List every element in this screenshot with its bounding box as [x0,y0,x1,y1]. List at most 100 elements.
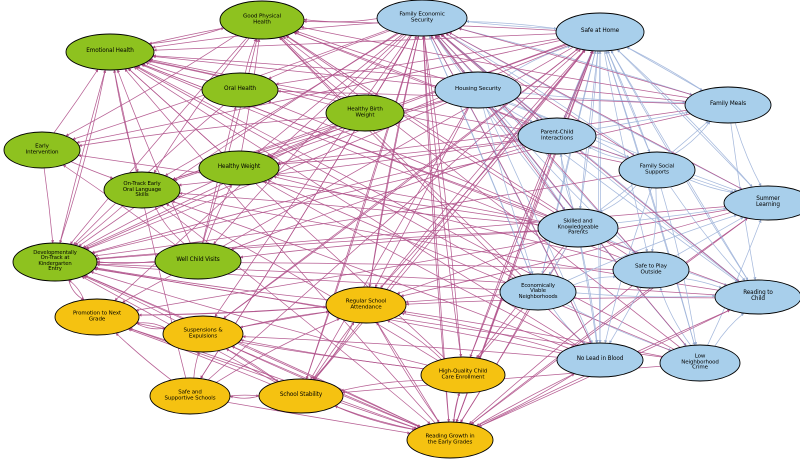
graph-edge [164,32,398,177]
graph-edge [368,35,419,288]
graph-edge [334,405,416,431]
graph-edge [68,279,85,301]
graph-edge [226,348,279,382]
graph-edge [267,101,548,216]
graph-node-good-physical-health[interactable] [219,0,305,40]
graph-node-reading-to-child[interactable] [714,279,800,315]
graph-edge [477,308,524,359]
graph-edge [470,217,748,425]
graph-edge [240,310,330,328]
graph-edge [152,54,686,102]
graph-node-family-social-supports[interactable] [618,151,696,189]
graph-node-healthy-weight[interactable] [198,150,280,186]
graph-edge [470,217,748,425]
graph-edge [280,36,348,98]
graph-node-suspensions-expulsions[interactable] [162,315,244,353]
graph-edge [541,50,597,275]
graph-edge [91,113,691,255]
graph-edge [160,205,431,425]
graph-node-skilled-knowledgeable-parents[interactable] [537,208,619,248]
graph-edge [90,271,428,366]
graph-node-healthy-birth-weight[interactable] [325,94,405,132]
graph-edge [179,191,539,225]
graph-edge [78,116,328,147]
graph-node-early-intervention[interactable] [3,131,81,169]
graph-node-reading-growth-early-grades[interactable] [406,421,494,459]
graph-edge [74,205,124,246]
graph-edge [78,33,399,247]
graph-edge [273,175,618,263]
graph-edge [303,18,378,23]
graph-edge [675,216,744,257]
graph-edge [295,30,445,80]
graph-edge [567,214,738,281]
graph-node-devl-on-track-kindergarten[interactable] [12,242,98,282]
graph-node-promotion-to-next-grade[interactable] [54,298,140,336]
graph-edge [374,107,470,288]
graph-edge [276,109,687,165]
graph-node-low-neighborhood-crime[interactable] [659,344,741,382]
graph-edge [593,111,689,130]
graph-edge [113,69,139,173]
graph-edge [598,50,602,344]
graph-edge [376,322,440,423]
node-layer [3,0,800,459]
graph-edge [242,335,558,358]
graph-edge [84,275,421,428]
graph-edge [603,50,649,253]
graph-edge [229,395,260,399]
graph-edge [268,30,391,80]
graph-node-school-stability[interactable] [258,378,344,414]
graph-edge [502,104,534,123]
graph-edge [244,38,257,74]
graph-edge [83,275,176,322]
graph-edge [225,348,279,383]
graph-edge [369,35,420,288]
graph-node-parent-child-interactions[interactable] [517,117,597,155]
graph-edge [423,35,463,358]
graph-edge [482,107,534,275]
graph-node-on-track-early-oral-language[interactable] [103,171,181,209]
graph-edge [445,32,635,156]
graph-edge [520,92,686,104]
graph-node-safe-at-home[interactable] [555,12,645,52]
graph-edge [127,68,223,153]
graph-edge [651,187,657,253]
graph-node-family-economic-security[interactable] [376,0,468,37]
graph-node-economically-viable-neighborhoods[interactable] [499,273,577,311]
graph-edge [266,125,337,157]
graph-edge [422,35,462,358]
graph-edge [380,49,585,289]
graph-edge [576,151,740,283]
graph-node-regular-school-attendance[interactable] [325,286,407,324]
graph-edge [68,279,85,301]
graph-node-family-meals[interactable] [684,86,772,124]
graph-node-no-lead-in-blood[interactable] [556,342,644,378]
graph-edge [127,328,271,385]
graph-edge [306,35,418,380]
graph-edge [572,275,617,286]
graph-node-safe-to-play-outside[interactable] [612,251,690,289]
graph-edge [77,154,540,223]
graph-edge [285,35,555,213]
graph-node-high-quality-child-care[interactable] [420,356,506,394]
graph-edge [43,167,55,244]
graph-edge [476,373,575,427]
graph-edge [124,68,436,424]
graph-edge [94,175,621,258]
graph-edge [609,287,642,344]
graph-edge [476,373,575,427]
graph-edge [493,106,636,254]
graph-node-oral-health[interactable] [201,72,279,108]
graph-edge [240,339,424,370]
graph-node-summer-learning[interactable] [723,185,800,221]
graph-edge [689,179,734,194]
graph-node-housing-security[interactable] [434,71,522,109]
graph-edge [445,32,635,156]
graph-node-safe-supportive-schools[interactable] [149,377,231,415]
graph-edge [396,239,547,295]
graph-edge [386,319,442,360]
graph-node-emotional-health[interactable] [65,33,155,71]
graph-node-well-child-visits[interactable] [154,242,242,280]
